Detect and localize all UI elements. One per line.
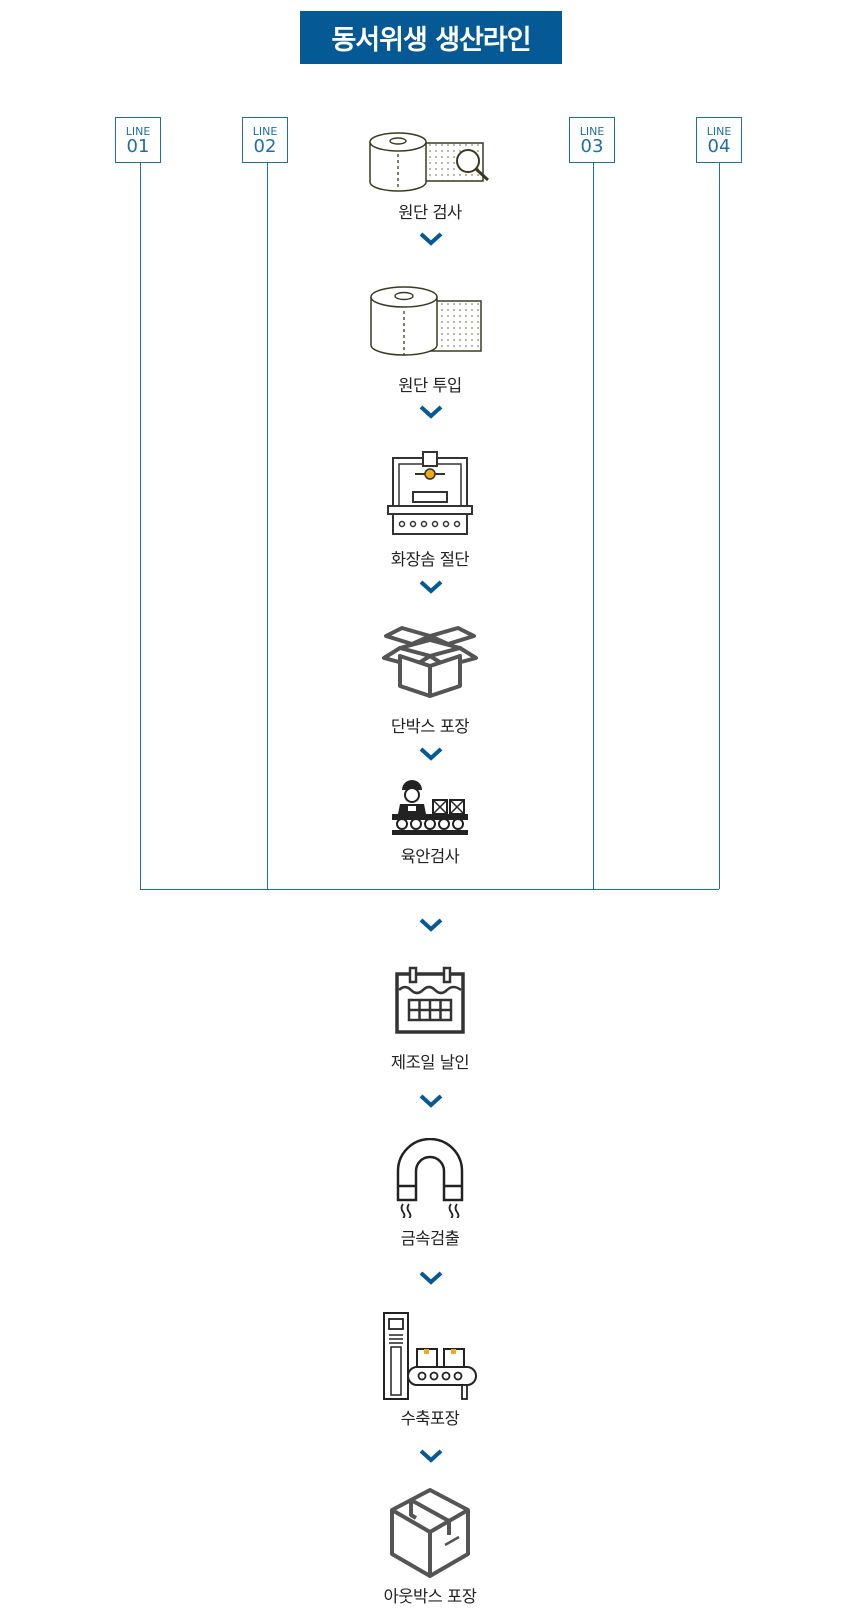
packaging-machine-icon [360,1311,500,1401]
page-title: 동서위생 생산라인 [300,11,562,64]
line-02-number: 02 [253,136,277,157]
line-03-connector [593,163,594,889]
down-arrow-icon [419,1271,443,1285]
calendar-icon [360,966,500,1036]
line-03-number: 03 [580,136,604,157]
down-arrow-icon [419,580,443,594]
down-arrow-icon [419,405,443,419]
line-01-number: 01 [126,136,150,157]
line-01-label: LINE [125,125,151,138]
down-arrow-icon [419,1094,443,1108]
line-04-connector [719,163,720,889]
line-03-badge: LINE 03 [569,117,615,163]
down-arrow-icon [419,1449,443,1463]
line-02-label: LINE [252,125,278,138]
step-label: 금속검출 [400,1229,460,1248]
roll-input-icon [360,283,500,359]
cutting-machine-icon [360,450,500,538]
closed-box-icon [360,1487,500,1579]
step-label: 화장솜 절단 [390,550,470,569]
roll-inspection-icon [360,130,500,194]
line-merge-connector [140,889,719,890]
step-label: 아웃박스 포장 [383,1587,477,1606]
step-label: 육안검사 [400,847,460,866]
line-04-label: LINE [706,125,732,138]
step-label: 수축포장 [400,1409,460,1428]
line-01-badge: LINE 01 [115,117,161,163]
line-01-connector [140,163,141,889]
line-03-label: LINE [579,125,605,138]
step-label: 원단 투입 [398,376,462,395]
worker-conveyor-icon [360,778,500,836]
step-label: 제조일 날인 [390,1053,470,1072]
down-arrow-icon [419,918,443,932]
open-box-icon [360,624,500,700]
step-label: 원단 검사 [398,203,462,222]
line-04-number: 04 [707,136,731,157]
step-label: 단박스 포장 [390,717,470,736]
line-02-badge: LINE 02 [242,117,288,163]
down-arrow-icon [419,747,443,761]
magnet-icon [360,1138,500,1218]
line-04-badge: LINE 04 [696,117,742,163]
down-arrow-icon [419,232,443,246]
line-02-connector [267,163,268,889]
